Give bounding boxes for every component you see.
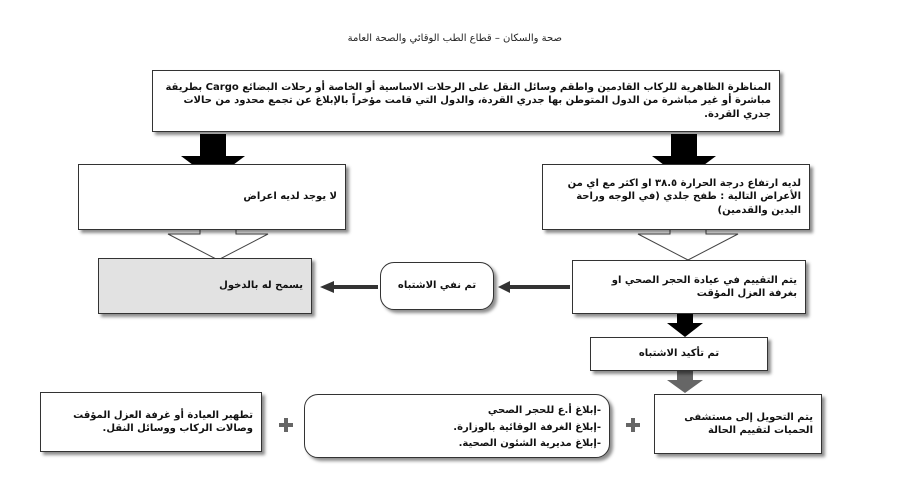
disinfect-box: تطهير العيادة أو غرفة العزل المؤقت وصالا… [40, 392, 262, 452]
no-symptoms-text: لا يوجد لديه اعراض [243, 191, 337, 203]
allowed-entry-box: يسمح له بالدخول [98, 258, 312, 314]
allowed-entry-text: يسمح له بالدخول [219, 280, 303, 292]
evaluation-text: يتم التقييم في عيادة الحجر الصحي او بغرف… [611, 274, 797, 300]
transfer-box: يتم التحويل إلى مستشفى الحميات لتقييم ال… [654, 394, 822, 454]
notify-line-2: -إبلاغ الغرفة الوقائية بالوزارة. [453, 421, 601, 433]
evaluation-box: يتم التقييم في عيادة الحجر الصحي او بغرف… [572, 260, 806, 314]
suspicion-confirmed-text: تم تأكيد الاشتباه [638, 348, 720, 360]
screening-text: المناظرة الظاهرية للركاب القادمين واطقم … [165, 81, 771, 120]
arrow-top-to-fever [652, 134, 716, 180]
arrow-top-to-no-symptoms [181, 134, 245, 180]
disinfect-text: تطهير العيادة أو غرفة العزل المؤقت وصالا… [73, 409, 253, 435]
notify-box: -إبلاغ أ.ع للحجر الصحي -إبلاغ الغرفة الو… [304, 394, 610, 458]
arrow-confirmed-to-transfer [667, 370, 703, 393]
notify-line-3: -إبلاغ مديرية الشئون الصحية. [458, 438, 601, 449]
suspicion-ruled-out-box: تم نفي الاشتباه [380, 262, 494, 310]
screening-box: المناظرة الظاهرية للركاب القادمين واطقم … [152, 70, 780, 132]
arrowhead-evaluation-to-ruled-out [498, 281, 510, 293]
fever-symptoms-box: لديه ارتفاع درجة الحرارة ٣٨.٥ او اكثر مع… [542, 164, 810, 230]
notify-line-1: -إبلاغ أ.ع للحجر الصحي [487, 405, 601, 416]
arrow-no-symptoms-to-allowed [167, 227, 269, 261]
suspicion-ruled-out-text: تم نفي الاشتباه [397, 280, 477, 292]
plus-connector-left [279, 418, 293, 432]
suspicion-confirmed-box: تم تأكيد الاشتباه [590, 337, 768, 371]
arrow-evaluation-to-confirmed [667, 312, 703, 337]
page-header: صحة والسكان – قطاع الطب الوقائي والصحة ا… [347, 33, 562, 44]
fever-symptoms-text: لديه ارتفاع درجة الحرارة ٣٨.٥ او اكثر مع… [567, 177, 801, 216]
no-symptoms-box: لا يوجد لديه اعراض [78, 164, 346, 230]
arrowhead-ruled-out-to-allowed [320, 281, 334, 293]
transfer-text: يتم التحويل إلى مستشفى الحميات لتقييم ال… [684, 411, 813, 437]
plus-connector-right [626, 418, 640, 432]
arrow-fever-to-evaluation [637, 225, 739, 261]
